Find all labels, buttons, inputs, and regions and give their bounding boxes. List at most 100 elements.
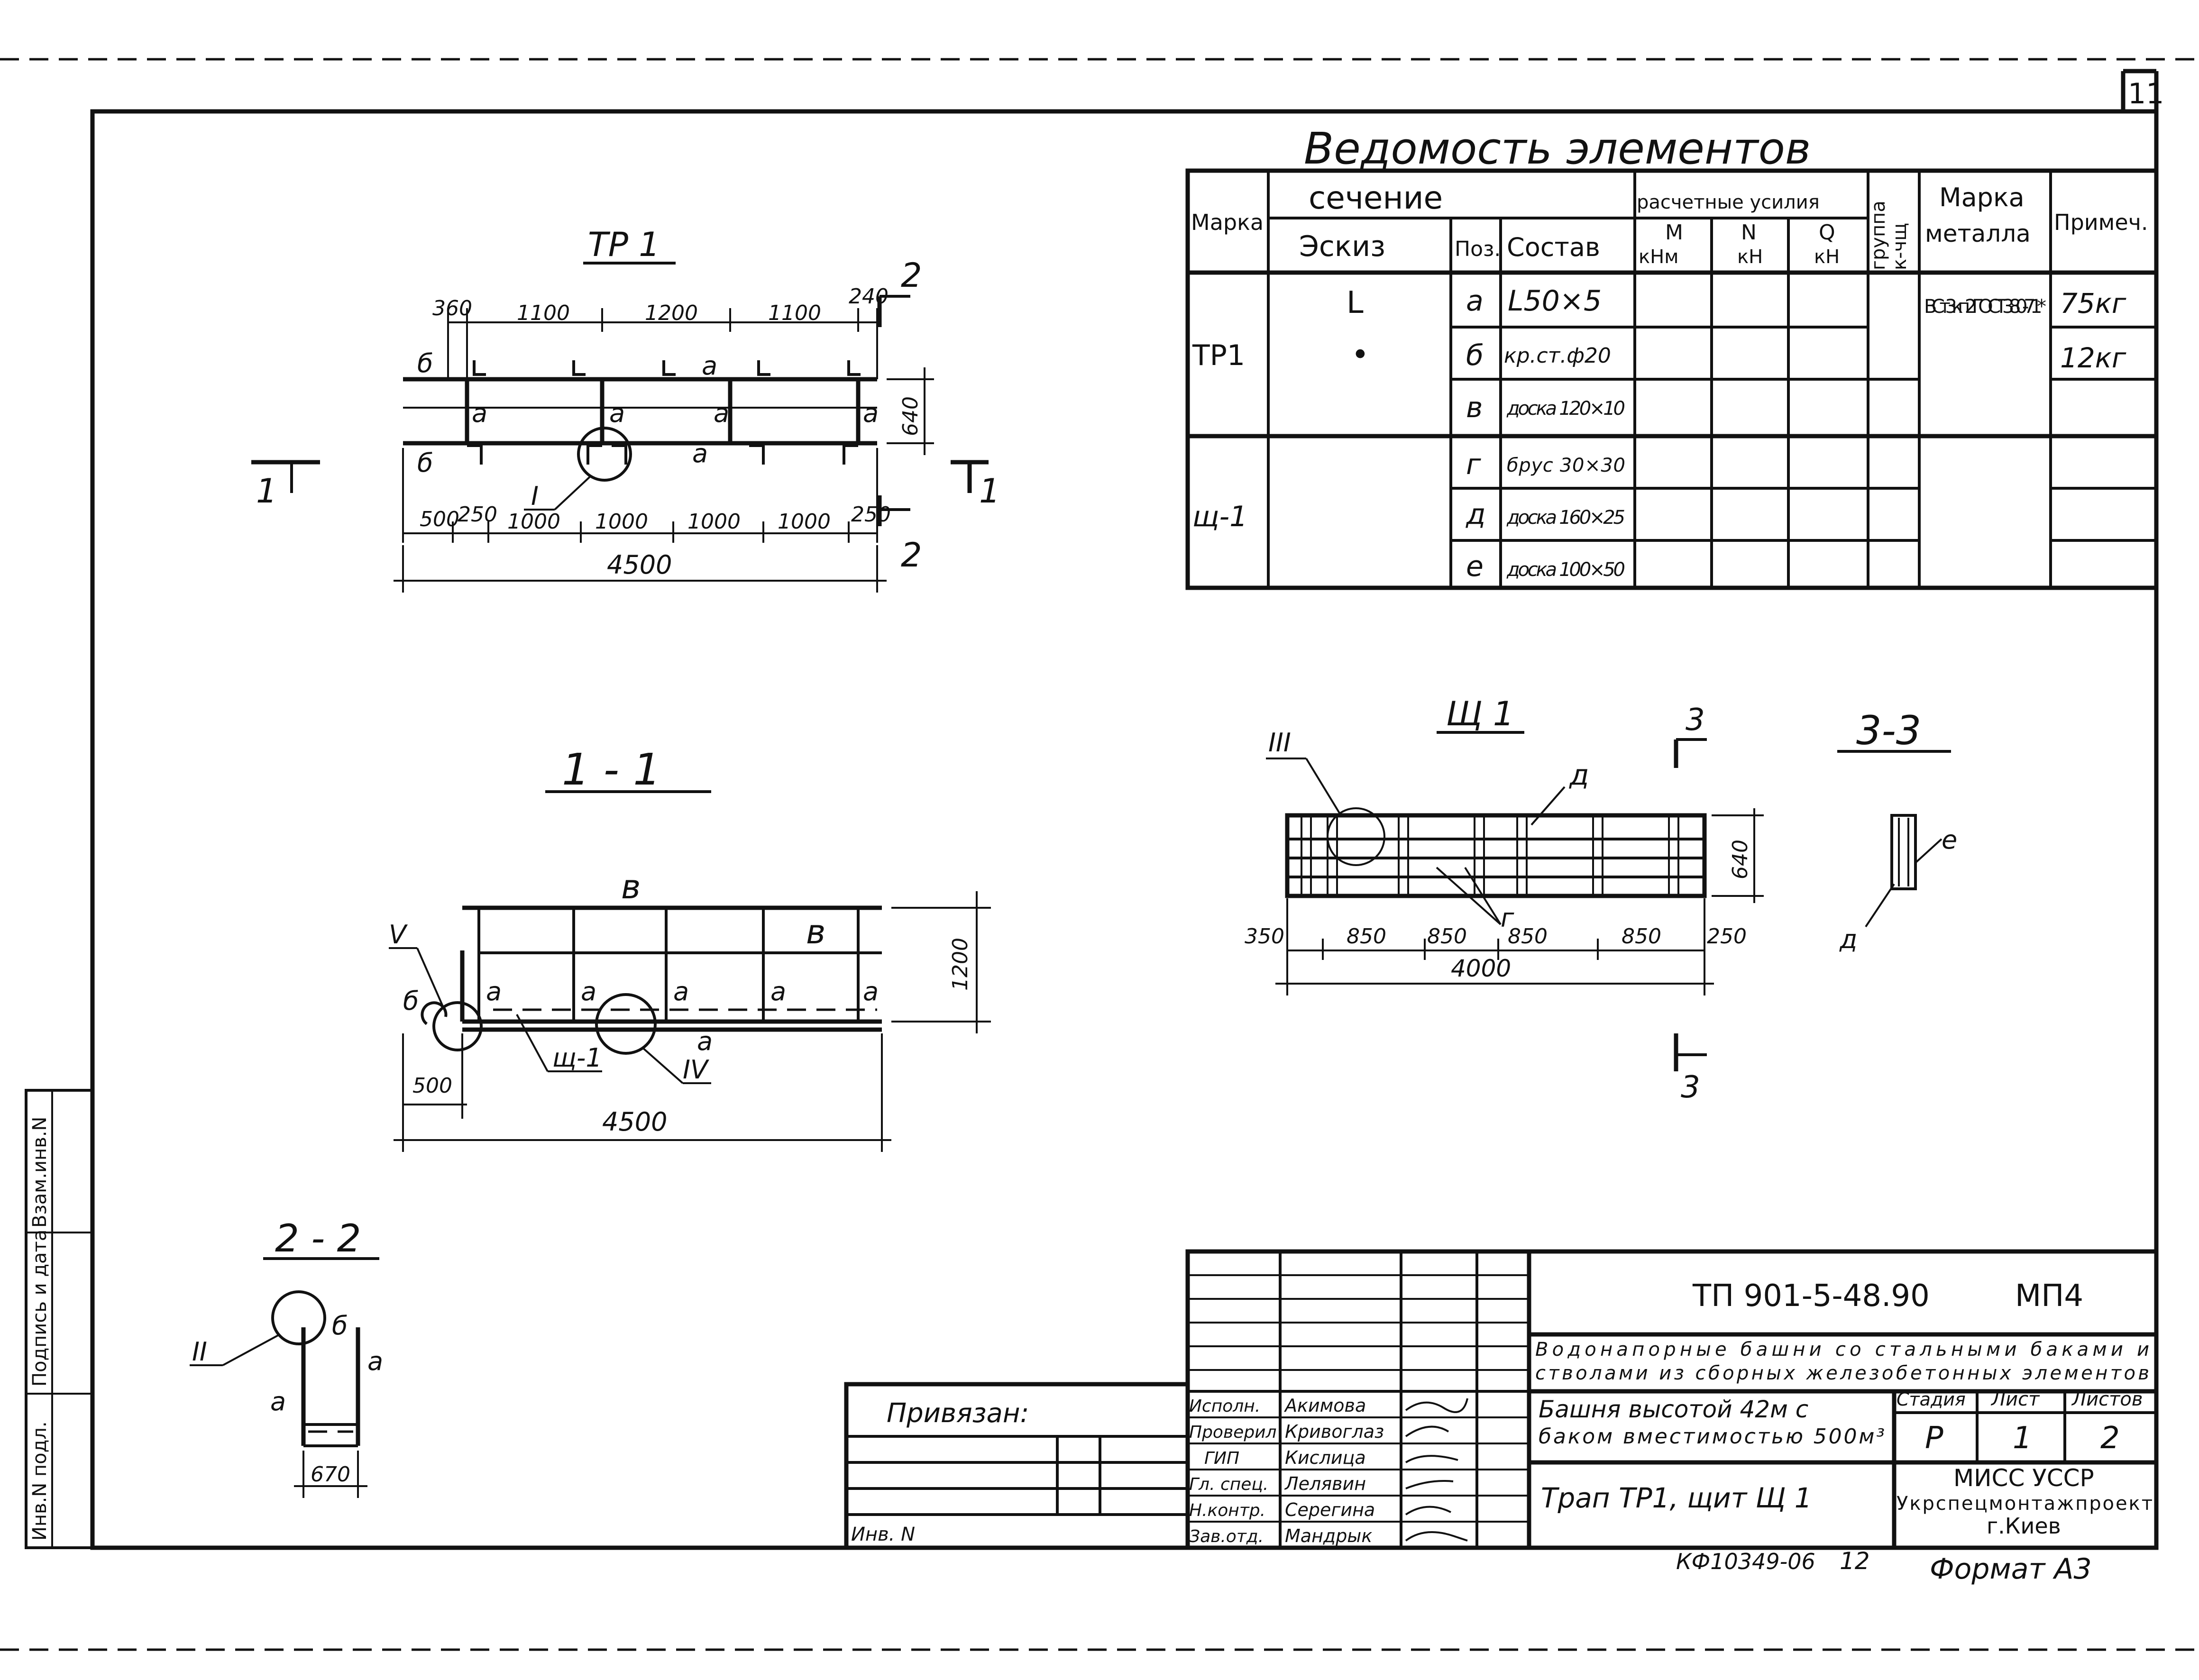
- tr1-callout: I: [531, 481, 539, 511]
- tr1-bottom-dim: 250: [458, 502, 497, 527]
- shch1-pos-d: д: [1569, 758, 1589, 792]
- th-marka-metalla: Марка: [1939, 183, 2025, 212]
- row-poz: в: [1466, 391, 1483, 424]
- tr1-top-dim: 1200: [645, 301, 698, 325]
- footer-num: 12: [1840, 1547, 1870, 1575]
- view-shch1: Щ 1 III д г: [1245, 694, 1764, 1105]
- sec11-total: 4500: [602, 1107, 667, 1137]
- signer-name: Серегина: [1285, 1499, 1375, 1520]
- stamp-privyazan: Привязан:: [887, 1398, 1029, 1429]
- shch1-callout: III: [1268, 728, 1291, 758]
- tr1-bottom-dim: 500: [420, 507, 459, 531]
- tr1-bottom-dim: 1000: [595, 510, 648, 534]
- sec11-shield: щ-1: [552, 1043, 602, 1073]
- tr1-cut2-bottom: 2: [901, 536, 922, 575]
- sec11-pos-a: а: [486, 977, 502, 1006]
- tr1-pos-b: б: [417, 348, 433, 378]
- signer-role: Н.контр.: [1189, 1501, 1265, 1520]
- tr1-pos-a: а: [702, 351, 717, 381]
- sec22-pos-a: а: [270, 1387, 286, 1416]
- shch1-cut-top: 3: [1686, 703, 1705, 738]
- tr1-top-dim: 1100: [517, 301, 570, 325]
- th-marka: Марка: [1191, 210, 1264, 235]
- tr1-cut-right: 1: [979, 472, 1000, 511]
- side-stamp-replace: Взам.инв.N: [29, 1117, 51, 1228]
- shch1-pos-g: г: [1501, 903, 1514, 933]
- th-m: М: [1665, 220, 1683, 245]
- row-sostav: L50×5: [1508, 284, 1602, 318]
- th-metalla: металла: [1925, 220, 2031, 247]
- row-eskiz: L: [1347, 285, 1364, 320]
- th-n-unit: кН: [1737, 246, 1763, 268]
- sec11-callout-v: V: [389, 920, 408, 950]
- stamp-project-1: Водонапорные башни со стальными баками и: [1535, 1339, 2149, 1360]
- view-section-3-3: 3-3 е д: [1837, 707, 1957, 954]
- shch1-boards: [1301, 815, 1679, 896]
- sheet-number: 11: [2128, 77, 2164, 110]
- shch1-height: 640: [1728, 840, 1752, 879]
- stamp-inv: Инв. N: [851, 1524, 915, 1545]
- sec22-pos-b: б: [332, 1311, 348, 1341]
- stamp-list-label: Лист: [1990, 1388, 2040, 1410]
- sec22-title: 2 - 2: [275, 1216, 361, 1260]
- signer-name: Кислица: [1285, 1447, 1366, 1468]
- shch1-dim: 250: [1707, 924, 1747, 949]
- th-q: Q: [1819, 220, 1835, 245]
- footer-format: Формат А3: [1930, 1552, 2092, 1586]
- shch1-dim: 850: [1347, 924, 1386, 949]
- sec11-pos-a: а: [863, 977, 879, 1006]
- sec22-width: 670: [311, 1462, 350, 1487]
- th-q-unit: кН: [1814, 246, 1840, 268]
- stamp-stadia: Р: [1925, 1421, 1943, 1456]
- shch1-title: Щ 1: [1446, 694, 1514, 733]
- tr1-bottom-dim: 1000: [778, 510, 831, 534]
- tr1-bottom-dim: 1000: [507, 510, 560, 534]
- sec33-pos-e: е: [1942, 825, 1957, 855]
- signer-name: Мандрык: [1285, 1525, 1372, 1546]
- tr1-pos-a: а: [472, 398, 487, 428]
- signer-name: Кривоглаз: [1285, 1421, 1384, 1442]
- th-sostav: Состав: [1507, 232, 1600, 262]
- stamp-listov-label: Листов: [2071, 1388, 2143, 1410]
- stamp-code: ТП 901-5-48.90: [1692, 1278, 1930, 1314]
- shch1-dim: 850: [1622, 924, 1661, 949]
- row-sostav: доска 100×50: [1506, 559, 1625, 581]
- sec11-title: 1 - 1: [562, 744, 661, 795]
- tr1-bottom-dim: 250: [851, 502, 891, 527]
- shch1-dim: 850: [1427, 924, 1467, 949]
- group-marka-shch1: щ-1: [1192, 500, 1247, 533]
- stamp-sheet-title: Трап ТР1, щит Щ 1: [1541, 1482, 1812, 1514]
- row-poz: е: [1466, 550, 1484, 583]
- tr1-pos-a: а: [692, 438, 708, 468]
- stamp-listov: 2: [2100, 1421, 2120, 1456]
- signer-name: Лелявин: [1284, 1473, 1366, 1494]
- elements-table-title: Ведомость элементов: [1304, 123, 1811, 174]
- shch1-dim: 850: [1508, 924, 1548, 949]
- side-stamp: Инв.N подл. Подпись и дата Взам.инв.N: [25, 1089, 94, 1549]
- sec11-pos-a: а: [581, 977, 596, 1006]
- sec11-pos-v: в: [621, 867, 641, 906]
- sec33-pos-d: д: [1839, 924, 1857, 954]
- tr1-top-dim: 1100: [768, 301, 821, 325]
- th-m-unit: кНм: [1639, 246, 1678, 268]
- row-sostav: доска 120×10: [1506, 398, 1625, 420]
- side-stamp-sign: Подпись и дата: [29, 1230, 51, 1387]
- side-stamp-inv: Инв.N подл.: [29, 1421, 51, 1541]
- sec22-callout: II: [192, 1337, 207, 1367]
- title-block: ТП 901-5-48.90 МП4 Водонапорные башни со…: [844, 1249, 2159, 1550]
- row-eskiz: •: [1351, 338, 1369, 373]
- tr1-top-dim: 360: [432, 296, 472, 320]
- row-sostav: доска 160×25: [1506, 507, 1625, 529]
- stamp-org-1: МИСС УССР: [1953, 1464, 2094, 1492]
- row-sostav: кр.ст.ф20: [1504, 344, 1611, 368]
- th-eskiz: Эскиз: [1299, 230, 1385, 263]
- shch1-cut-bottom: 3: [1681, 1070, 1700, 1105]
- sec22-pos-a: а: [367, 1346, 383, 1376]
- shch1-total: 4000: [1451, 955, 1511, 982]
- signer-role: ГИП: [1204, 1449, 1239, 1468]
- metal-grade: ВСт3кп2 ГОСТ 380-71*: [1924, 296, 2046, 318]
- th-poz: Поз.: [1455, 237, 1501, 261]
- row-poz: а: [1466, 284, 1484, 318]
- sec11-pos-a: а: [673, 977, 689, 1006]
